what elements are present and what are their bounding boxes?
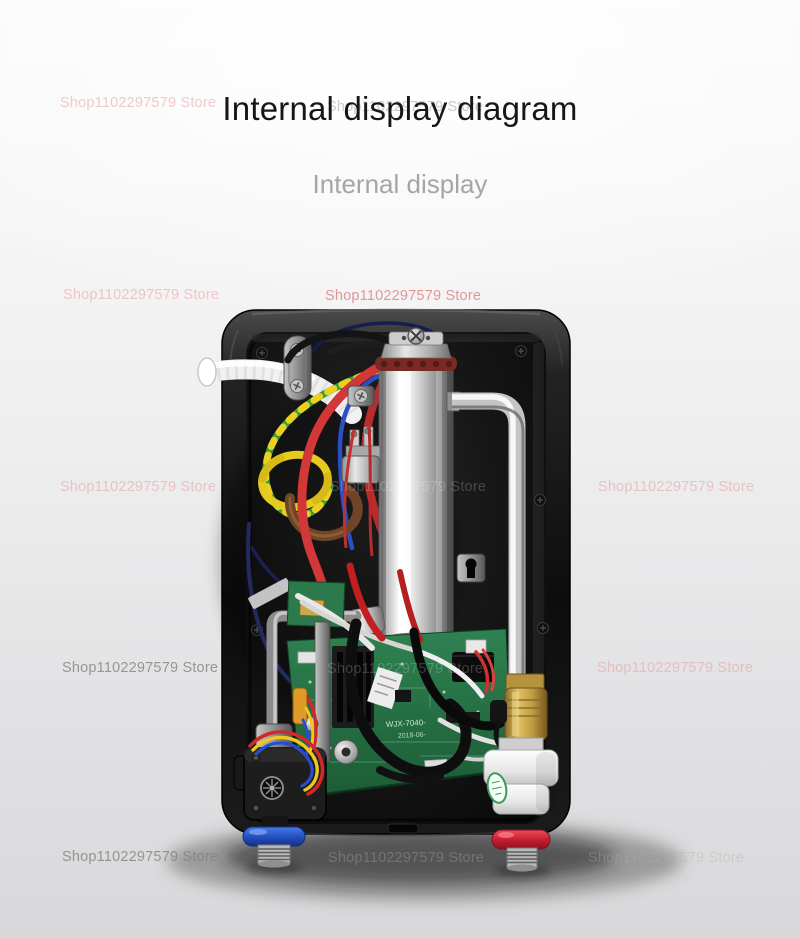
signal-wire-white — [411, 647, 485, 699]
relay-wire-red — [481, 648, 496, 692]
pcb-sticker — [367, 666, 403, 710]
tank-gasket — [375, 356, 457, 371]
green-label — [486, 772, 508, 804]
flow-sensor — [233, 696, 327, 830]
live-wire-red — [346, 562, 386, 642]
screw-icon — [533, 493, 547, 507]
pcb-component — [395, 690, 411, 702]
power-cable-black — [345, 618, 472, 778]
outlet-valve-assembly — [483, 673, 559, 815]
ground-terminal — [347, 385, 375, 407]
page-title: Internal display diagram — [222, 90, 578, 127]
cold-inlet-fitting — [242, 826, 306, 868]
relay-wire-red — [474, 650, 490, 694]
film-capacitor — [292, 687, 308, 725]
keyhole-slot — [456, 553, 486, 583]
screw-icon — [252, 804, 260, 812]
brass-valve — [504, 687, 548, 741]
pcb-date-text: 2018-06- — [398, 732, 427, 740]
thermostat-wire-red — [342, 429, 356, 549]
back-panel-fasteners — [250, 344, 550, 637]
case-bottom-clip — [387, 823, 419, 834]
sensor-wire-navy — [312, 321, 434, 352]
outlet-thread — [506, 847, 538, 872]
page-subtitle: Internal display — [312, 169, 488, 199]
tank-cap-screw — [407, 327, 425, 345]
inlet-thread — [257, 844, 291, 868]
thermostat — [341, 426, 381, 557]
valve-sensor-plug — [490, 700, 507, 724]
pcb-model-text: WJX-7040- — [386, 718, 427, 729]
screw-icon — [514, 344, 528, 358]
outlet-pipe — [446, 391, 526, 688]
hot-outlet-fitting — [491, 829, 551, 872]
screw-icon — [536, 621, 550, 635]
power-cable-black — [284, 330, 400, 364]
screw-icon — [289, 378, 305, 394]
screw-icon — [252, 754, 260, 762]
cable-label — [248, 578, 292, 609]
sensor-wires — [248, 696, 325, 796]
screw-icon — [310, 804, 318, 812]
thermostat-wire-red — [367, 426, 374, 557]
screw-icon — [255, 346, 269, 360]
pcb-connector — [297, 651, 317, 664]
thin-wire-navy — [246, 522, 300, 690]
tank-cap — [380, 343, 452, 359]
live-wire-red-braided — [297, 359, 389, 605]
power-cable-black — [376, 766, 444, 784]
flow-sensor-emblem — [260, 776, 284, 800]
